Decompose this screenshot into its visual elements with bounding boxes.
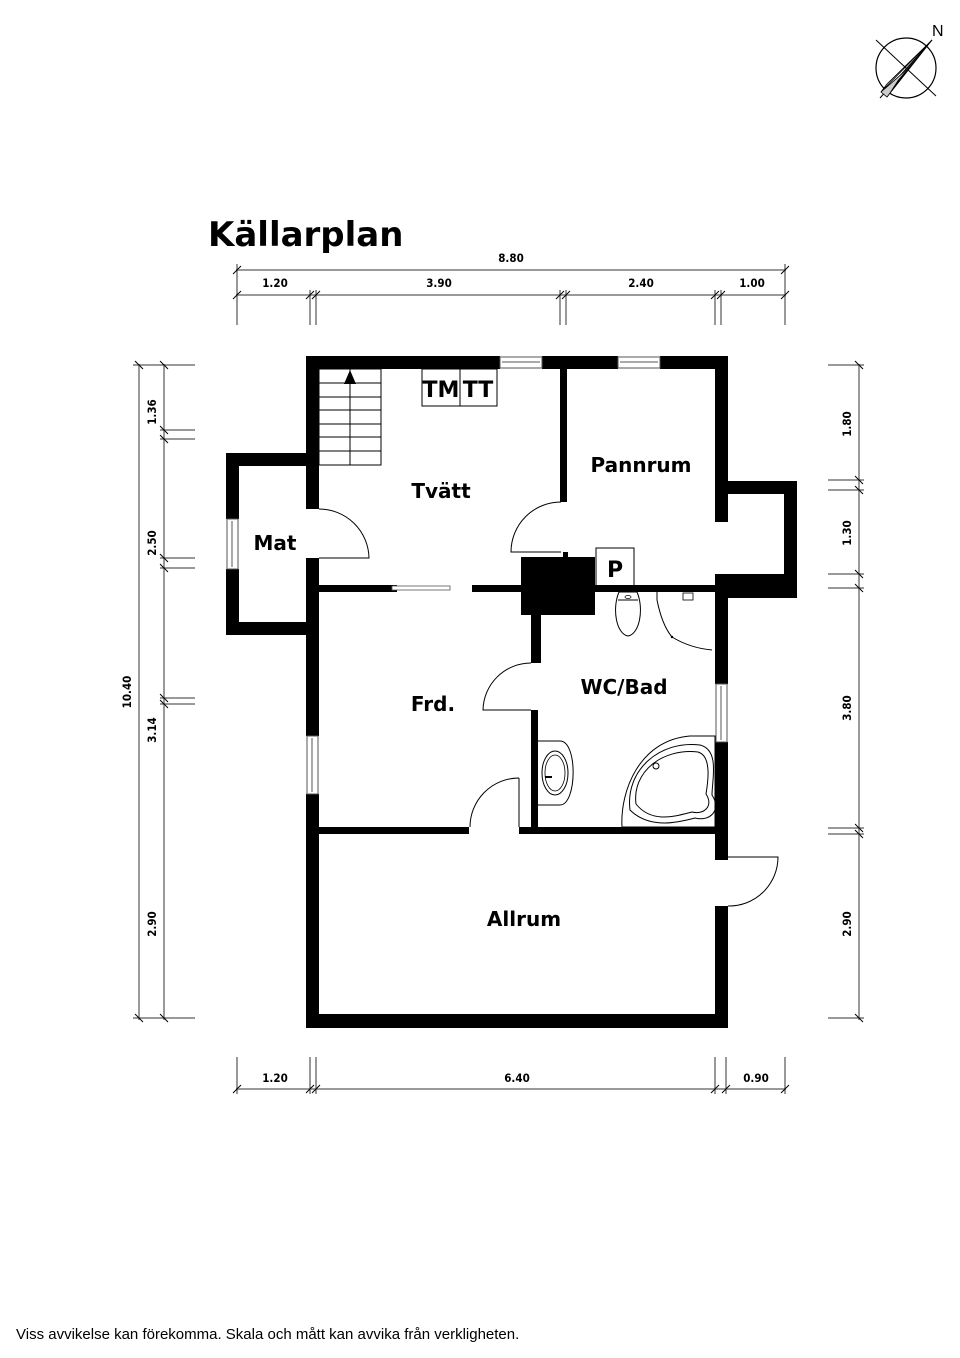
dim-left-2: 2.50 xyxy=(145,530,159,556)
tumble-dryer: TT xyxy=(459,368,498,407)
room-label-tvatt: Tvätt xyxy=(411,479,471,503)
room-label-pannrum: Pannrum xyxy=(590,453,691,477)
right-dimensions: 1.80 1.30 3.80 2.90 xyxy=(828,360,864,1023)
disclaimer-text: Viss avvikelse kan förekomma. Skala och … xyxy=(16,1326,520,1343)
dim-top-total: 8.80 xyxy=(498,251,524,265)
dim-right-3: 3.80 xyxy=(840,695,854,721)
dim-bottom-1: 1.20 xyxy=(262,1071,288,1085)
dim-right-2: 1.30 xyxy=(840,520,854,546)
dim-top-3: 2.40 xyxy=(628,276,654,290)
bottom-dimensions: 1.20 6.40 0.90 xyxy=(232,1057,790,1094)
plan-title: Källarplan xyxy=(208,215,403,255)
dim-right-4: 2.90 xyxy=(840,911,854,937)
room-label-mat: Mat xyxy=(254,531,297,555)
compass-north-icon: N xyxy=(875,23,944,99)
dim-bottom-3: 0.90 xyxy=(743,1071,769,1085)
stair-arrow-up-icon xyxy=(344,370,356,384)
left-dimensions: 10.40 1.36 2.50 3.14 2.90 xyxy=(120,360,195,1023)
compass-label: N xyxy=(932,23,944,40)
top-dimensions: 8.80 1.20 3.90 2.40 1.00 xyxy=(232,251,790,325)
dim-left-4: 2.90 xyxy=(145,911,159,937)
dim-bottom-2: 6.40 xyxy=(504,1071,530,1085)
room-label-allrum: Allrum xyxy=(487,907,561,931)
dim-left-3: 3.14 xyxy=(145,717,159,743)
stairs xyxy=(318,368,382,466)
svg-text:TT: TT xyxy=(463,378,494,403)
dim-top-2: 3.90 xyxy=(426,276,452,290)
shower xyxy=(656,592,713,651)
windows xyxy=(226,356,728,795)
toilet xyxy=(615,591,641,637)
dim-top-1: 1.20 xyxy=(262,276,288,290)
room-label-wc-bad: WC/Bad xyxy=(580,675,667,699)
dim-left-total: 10.40 xyxy=(120,676,134,709)
boiler: P xyxy=(595,547,635,587)
room-label-frd: Frd. xyxy=(411,692,455,716)
sink xyxy=(538,740,574,806)
walls xyxy=(226,356,797,1028)
bathtub xyxy=(621,735,717,828)
dim-left-1: 1.36 xyxy=(145,399,159,425)
svg-text:TM: TM xyxy=(423,378,460,403)
svg-text:P: P xyxy=(607,558,623,583)
washing-machine: TM xyxy=(421,368,461,407)
dim-top-4: 1.00 xyxy=(739,276,765,290)
doors xyxy=(318,501,779,907)
dim-right-1: 1.80 xyxy=(840,411,854,437)
